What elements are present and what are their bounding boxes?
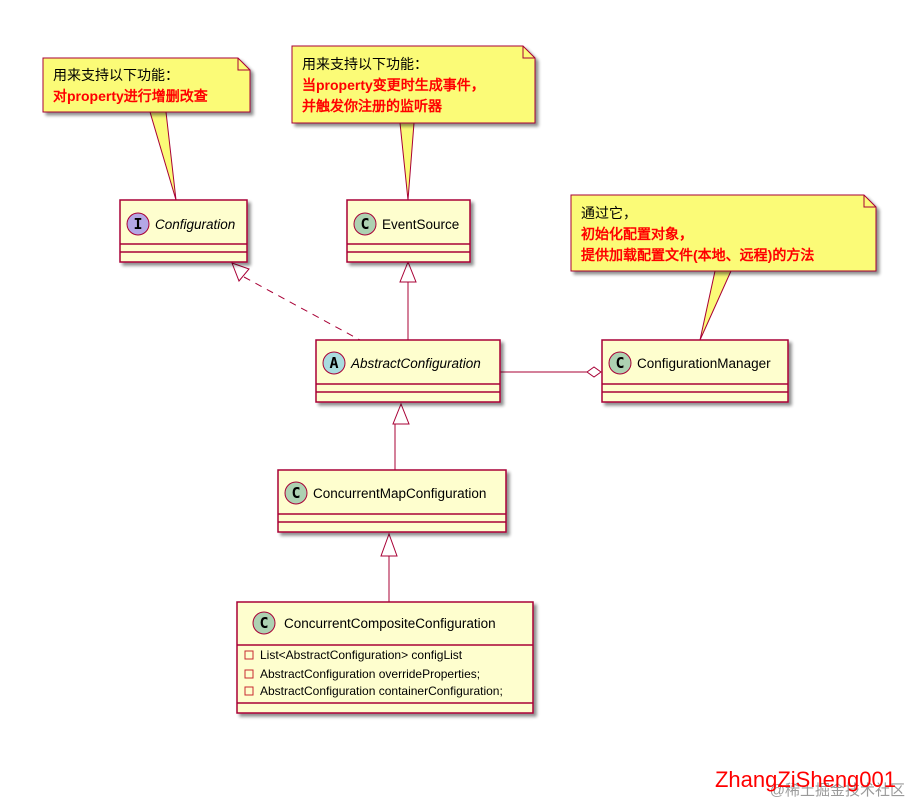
note-configuration-manager-line1: 通过它， [581,205,637,221]
class-concurrent-composite-configuration[interactable]: C ConcurrentCompositeConfiguration List<… [236,601,534,714]
class-concurrent-map-configuration-name: ConcurrentMapConfiguration [313,486,486,501]
note-configuration-manager [570,194,877,272]
class-attribute: AbstractConfiguration containerConfigura… [260,684,503,698]
class-abstract-configuration-stereotype: A [329,354,338,372]
note-configuration-line2: 对property进行增删改查 [53,88,209,104]
note-connector-event-source [399,122,415,201]
note-configuration [42,57,251,113]
interface-stereotype-icon [126,212,150,236]
note-connector-configuration [149,111,177,201]
class-concurrent-composite-configuration-name: ConcurrentCompositeConfiguration [284,616,496,631]
note-event-source-line2: 当property变更时生成事件， [302,77,485,93]
class-concurrent-composite-configuration-stereotype: C [259,614,268,632]
class-event-source[interactable]: C EventSource [346,199,471,263]
note-connector-configuration-manager [699,270,732,341]
realization-arrowhead [231,262,250,282]
class-configuration-manager-name: ConfigurationManager [637,356,771,371]
class-configuration-manager[interactable]: C ConfigurationManager [601,339,789,403]
class-attribute: List<AbstractConfiguration> configList [260,648,463,662]
private-field-icon [244,669,254,679]
realization-line [243,276,361,341]
class-configuration-manager-stereotype: C [615,354,624,372]
class-event-source-stereotype: C [360,215,369,233]
aggregation-diamond [586,366,602,378]
private-field-icon [244,650,254,660]
class-configuration[interactable]: I Configuration [119,199,248,263]
class-event-source-name: EventSource [382,217,459,232]
note-event-source-line1: 用来支持以下功能： [302,56,428,72]
note-configuration-manager-line3: 提供加载配置文件(本地、远程)的方法 [581,247,814,263]
class-configuration-stereotype: I [133,215,142,233]
class-configuration-name: Configuration [155,217,235,232]
class-abstract-configuration[interactable]: A AbstractConfiguration [315,339,501,403]
generalization-arrowhead-map [380,532,398,557]
note-event-source-line3: 并触发你注册的监听器 [302,98,443,114]
generalization-arrowhead-abstract [392,402,410,425]
abstract-stereotype-icon [322,351,346,375]
class-stereotype-icon [284,481,308,505]
class-attribute: AbstractConfiguration overrideProperties… [260,667,480,681]
class-abstract-configuration-name: AbstractConfiguration [350,356,481,371]
class-stereotype-icon [353,212,377,236]
watermark-site: @稀土掘金技术社区 [770,782,905,799]
class-stereotype-icon [608,351,632,375]
note-configuration-manager-line2: 初始化配置对象， [581,226,693,242]
class-concurrent-map-configuration[interactable]: C ConcurrentMapConfiguration [277,469,507,533]
private-field-icon [244,686,254,696]
note-configuration-line1: 用来支持以下功能： [53,67,179,83]
class-stereotype-icon [252,611,276,635]
watermark-author: ZhangZiSheng001 [715,767,896,792]
generalization-arrowhead-event-source [399,260,417,283]
note-event-source [291,45,536,124]
class-concurrent-map-configuration-stereotype: C [291,484,300,502]
